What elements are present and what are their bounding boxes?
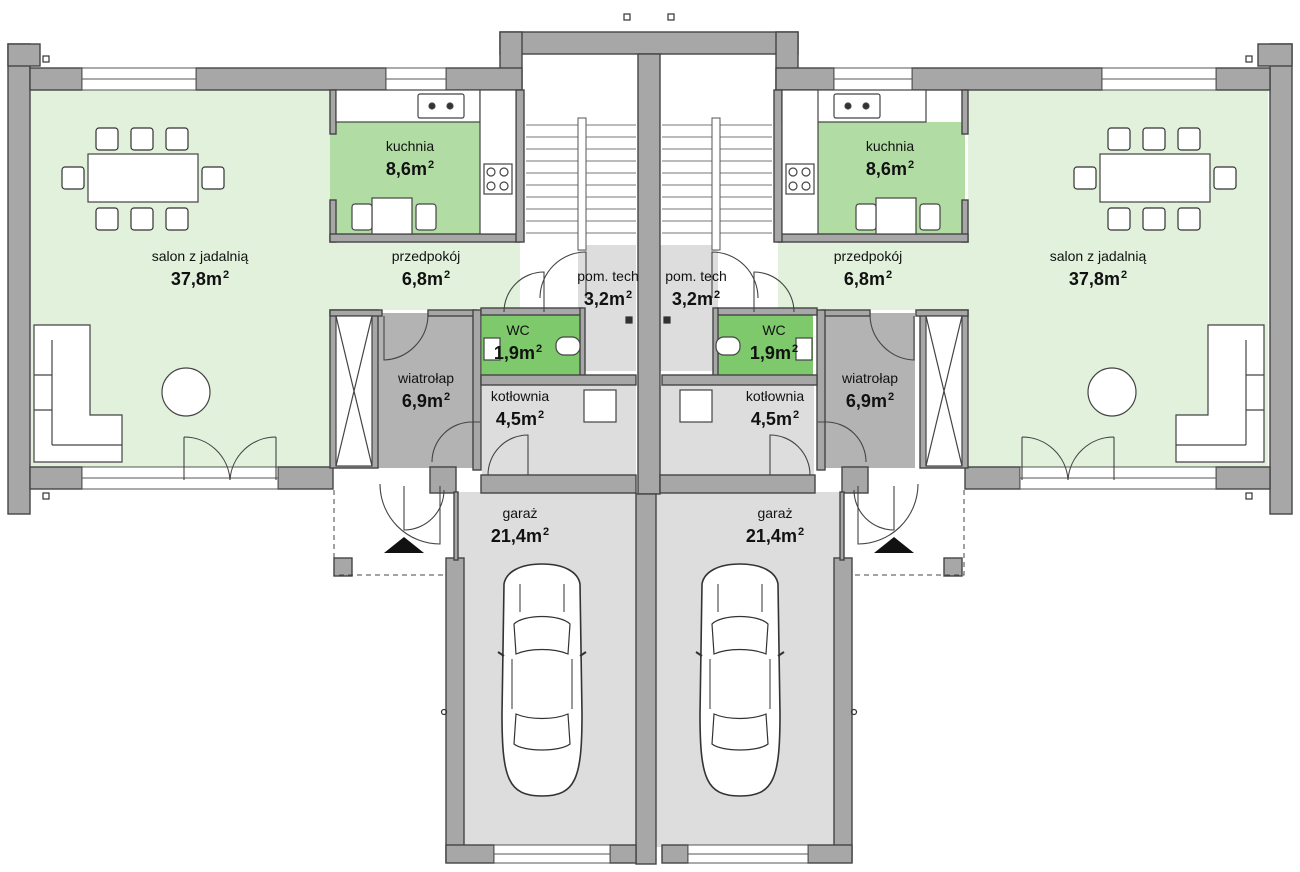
room-name: pom. tech	[665, 268, 727, 284]
furniture	[33, 127, 1265, 467]
car-icon-left	[497, 563, 587, 797]
room-area: 4,5m2	[495, 409, 545, 429]
corner-markers	[42, 13, 1253, 716]
room-area: 6,9m2	[845, 391, 895, 411]
room-area: 21,4m2	[490, 526, 550, 546]
stairs	[526, 117, 772, 251]
room-name: salon z jadalnią	[151, 248, 249, 264]
entrance-arrow-right-icon	[874, 537, 914, 553]
room-name: garaż	[757, 505, 793, 521]
room-salon-right: salon z jadalnią 37,8m2	[1008, 248, 1188, 290]
room-garage-right: garaż 21,4m2	[685, 505, 865, 547]
room-name: pom. tech	[577, 268, 639, 284]
room-name: garaż	[502, 505, 538, 521]
room-wc-right: WC 1,9m2	[684, 322, 864, 364]
room-name: salon z jadalnią	[1049, 248, 1147, 264]
room-name: wiatrołap	[841, 370, 899, 386]
room-area: 1,9m2	[749, 343, 799, 363]
room-area: 6,9m2	[401, 391, 451, 411]
doors	[183, 251, 1115, 545]
room-name: WC	[762, 322, 786, 338]
room-boiler-left: kotłownia 4,5m2	[430, 388, 610, 430]
room-hall-left: przedpokój 6,8m2	[336, 248, 516, 290]
room-tech-right: pom. tech 3,2m2	[606, 268, 786, 310]
room-area: 3,2m2	[583, 289, 633, 309]
room-kitchen-right: kuchnia 8,6m2	[800, 138, 980, 180]
room-kitchen-left: kuchnia 8,6m2	[320, 138, 500, 180]
room-area: 6,8m2	[401, 269, 451, 289]
room-wc-left: WC 1,9m2	[428, 322, 608, 364]
room-name: przedpokój	[833, 248, 903, 264]
car-icon-right	[695, 563, 785, 797]
room-area: 1,9m2	[493, 343, 543, 363]
room-salon-left: salon z jadalnią 37,8m2	[110, 248, 290, 290]
room-name: kuchnia	[385, 138, 435, 154]
room-area: 37,8m2	[1068, 269, 1128, 289]
room-name: WC	[506, 322, 530, 338]
room-name: kotłownia	[745, 388, 805, 404]
room-name: kotłownia	[490, 388, 550, 404]
kitchen-counters	[335, 89, 941, 235]
room-hall-right: przedpokój 6,8m2	[778, 248, 958, 290]
room-area: 3,2m2	[671, 289, 721, 309]
room-garage-left: garaż 21,4m2	[430, 505, 610, 547]
room-area: 37,8m2	[170, 269, 230, 289]
room-name: wiatrołap	[397, 370, 455, 386]
room-name: przedpokój	[391, 248, 461, 264]
room-area: 21,4m2	[745, 526, 805, 546]
room-lobby-left: wiatrołap 6,9m2	[336, 370, 516, 412]
room-area: 4,5m2	[750, 409, 800, 429]
canopy-outline	[333, 490, 965, 576]
room-area: 8,6m2	[385, 159, 435, 179]
room-name: kuchnia	[865, 138, 915, 154]
room-area: 6,8m2	[843, 269, 893, 289]
room-boiler-right: kotłownia 4,5m2	[685, 388, 865, 430]
room-tech-left: pom. tech 3,2m2	[518, 268, 698, 310]
room-area: 8,6m2	[865, 159, 915, 179]
room-lobby-right: wiatrołap 6,9m2	[780, 370, 960, 412]
entrance-arrow-left-icon	[384, 537, 424, 553]
